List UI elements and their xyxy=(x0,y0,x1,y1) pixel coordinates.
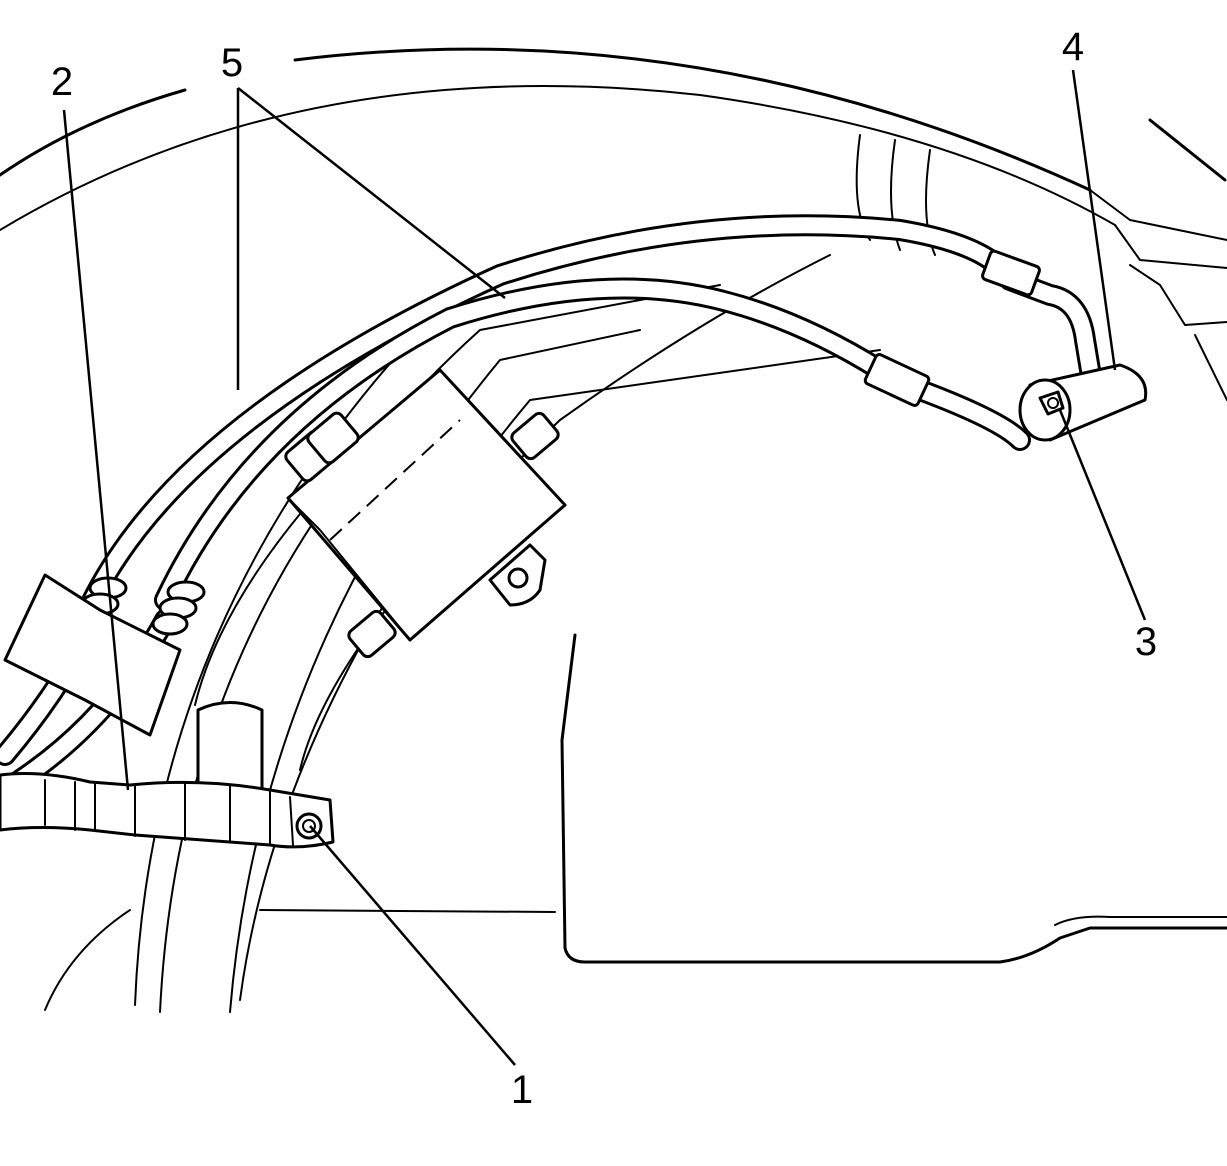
callout-labels: 2 5 4 3 1 xyxy=(51,25,1157,1112)
component-module xyxy=(284,368,567,659)
lower-panel xyxy=(44,633,1227,1011)
callout-3: 3 xyxy=(1135,620,1157,664)
leader-2 xyxy=(62,109,130,791)
leader-4 xyxy=(1071,69,1117,371)
callout-2: 2 xyxy=(51,60,73,104)
leader-lines xyxy=(62,69,1147,1066)
callout-4: 4 xyxy=(1062,25,1084,69)
strap-clamp xyxy=(0,772,335,849)
leader-5-b xyxy=(237,87,506,299)
rear-connection-block xyxy=(1018,363,1148,442)
leader-1 xyxy=(309,825,516,1066)
vertical-hose xyxy=(196,701,264,802)
leader-3 xyxy=(1058,409,1147,621)
left-bracket xyxy=(3,573,182,737)
body-outline xyxy=(0,47,1227,401)
inner-structure xyxy=(134,254,881,1013)
callout-5: 5 xyxy=(221,41,243,85)
callout-1: 1 xyxy=(511,1068,533,1112)
